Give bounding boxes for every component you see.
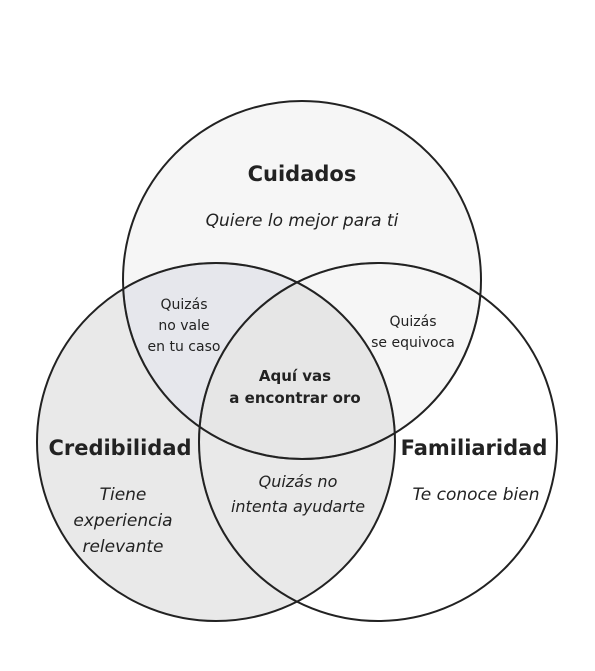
- center-label-line-1: Aquí vas: [259, 367, 331, 385]
- cuidados-subtitle: Quiere lo mejor para ti: [206, 211, 399, 231]
- familiaridad-title: Familiaridad: [401, 436, 548, 460]
- overlap-cuidados-credibilidad-line-1: Quizás: [160, 297, 207, 313]
- circle-credibilidad-outline: [36, 262, 396, 622]
- credibilidad-subtitle-line-2: experiencia: [73, 511, 172, 531]
- credibilidad-subtitle-line-1: Tiene: [100, 485, 147, 505]
- circle-cuidados-outline: [122, 100, 482, 460]
- familiaridad-subtitle: Te conoce bien: [412, 485, 539, 505]
- cuidados-title: Cuidados: [248, 162, 357, 186]
- center-label-line-2: a encontrar oro: [229, 389, 360, 407]
- overlap-cuidados-credibilidad-line-3: en tu caso: [148, 339, 221, 355]
- credibilidad-subtitle-line-3: relevante: [82, 537, 163, 557]
- overlap-credibilidad-familiaridad-line-1: Quizás no: [259, 472, 338, 491]
- overlap-cuidados-credibilidad-line-2: no vale: [158, 318, 209, 334]
- circle-familiaridad-outline: [198, 262, 558, 622]
- overlap-cuidados-familiaridad-line-1: Quizás: [389, 314, 436, 330]
- overlap-credibilidad-familiaridad-line-2: intenta ayudarte: [231, 497, 365, 516]
- overlap-cuidados-familiaridad-line-2: se equivoca: [371, 335, 455, 351]
- credibilidad-title: Credibilidad: [48, 436, 191, 460]
